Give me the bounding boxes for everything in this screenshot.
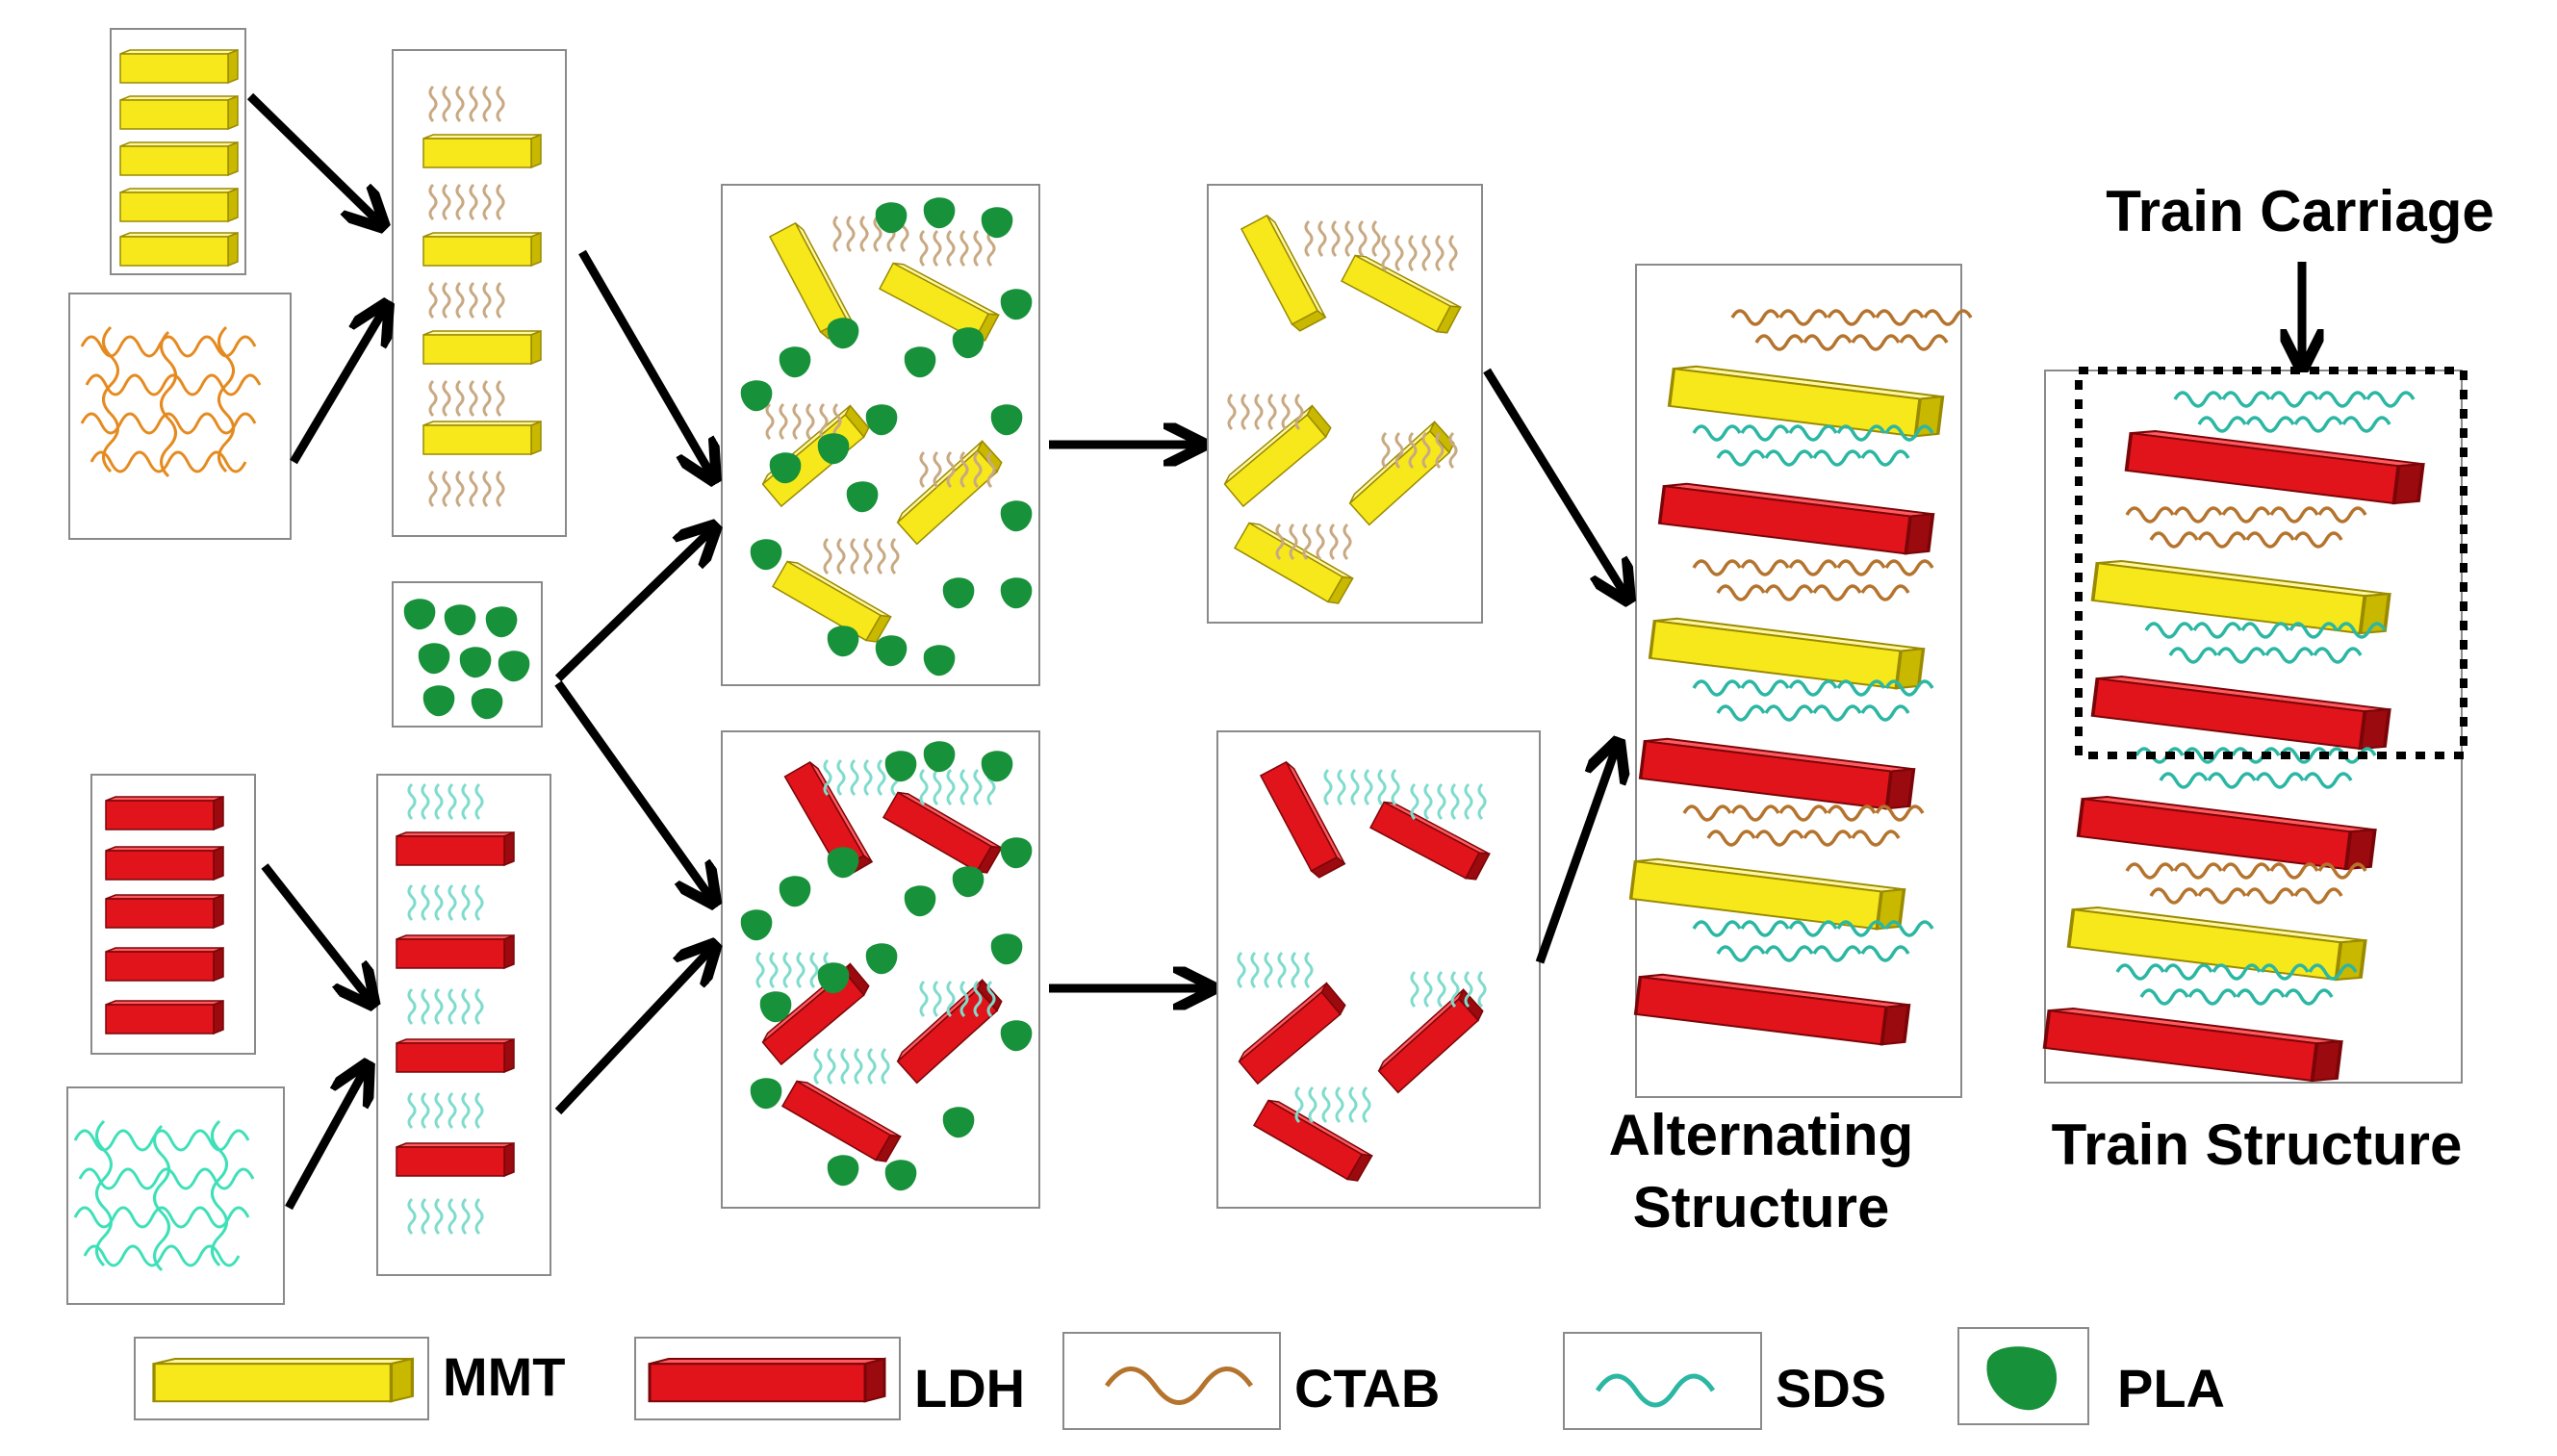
train-structure-box — [2042, 367, 2468, 1086]
pla-ldh-mixture-box — [721, 730, 1040, 1209]
pla-box — [392, 581, 543, 728]
alternating-structure-box — [1628, 264, 1971, 1098]
teal-wave-icon — [1595, 1373, 1716, 1408]
legend-label-ctab: CTAB — [1294, 1358, 1440, 1418]
legend-label-mmt: MMT — [443, 1346, 566, 1407]
legend-item-mmt: MMT — [134, 1337, 566, 1420]
train-carriage-frame — [2075, 367, 2468, 759]
ldh-sds-intercalated-box — [376, 774, 551, 1276]
legend: MMT LDH CTAB SDS PLA — [134, 1327, 2225, 1430]
pla-mmt-mixture-box — [721, 184, 1040, 686]
arrows — [246, 92, 2302, 1211]
arrow-mmtctab-to-mix — [578, 249, 712, 476]
arrow-pla-to-mmtmix — [554, 529, 712, 682]
legend-label-ldh: LDH — [914, 1358, 1025, 1418]
legend-label-pla: PLA — [2117, 1358, 2225, 1418]
legend-item-ldh: LDH — [634, 1337, 1025, 1420]
arrow-mmt-to-intercalated — [246, 92, 380, 223]
arrow-ldhsds-to-mix — [554, 948, 712, 1115]
brown-wave-icon — [1104, 1367, 1254, 1405]
arrow-mmt-to-alternating — [1483, 368, 1626, 597]
red-slab-icon — [648, 1357, 886, 1403]
arrow-ldh-to-alternating — [1535, 746, 1617, 964]
alternating-structure-label-line1: Alternating — [1609, 1103, 1914, 1167]
exfoliated-mmt-box — [1207, 184, 1483, 624]
legend-item-pla: PLA — [1957, 1327, 2225, 1425]
train-carriage-label: Train Carriage — [2106, 179, 2494, 243]
train-structure-label: Train Structure — [2052, 1112, 2463, 1177]
alternating-structure-label-line2: Structure — [1633, 1175, 1890, 1239]
arrow-sds-to-intercalated — [285, 1068, 366, 1211]
mmt-ctab-intercalated-box — [392, 49, 567, 537]
ldh-stack-box — [90, 774, 256, 1055]
exfoliated-ldh-box — [1216, 730, 1541, 1209]
mmt-stack-box — [110, 28, 246, 275]
ctab-tangle-box — [68, 293, 292, 540]
arrow-ctab-to-intercalated — [290, 308, 385, 465]
legend-label-sds: SDS — [1776, 1358, 1886, 1418]
arrow-pla-to-ldhmix — [554, 680, 712, 900]
legend-item-sds: SDS — [1563, 1332, 1886, 1430]
green-blob-icon — [1986, 1346, 2058, 1411]
legend-item-ctab: CTAB — [1062, 1332, 1440, 1430]
yellow-slab-icon — [152, 1357, 415, 1403]
sds-tangle-box — [66, 1086, 285, 1305]
arrow-ldh-to-intercalated — [261, 863, 371, 1001]
